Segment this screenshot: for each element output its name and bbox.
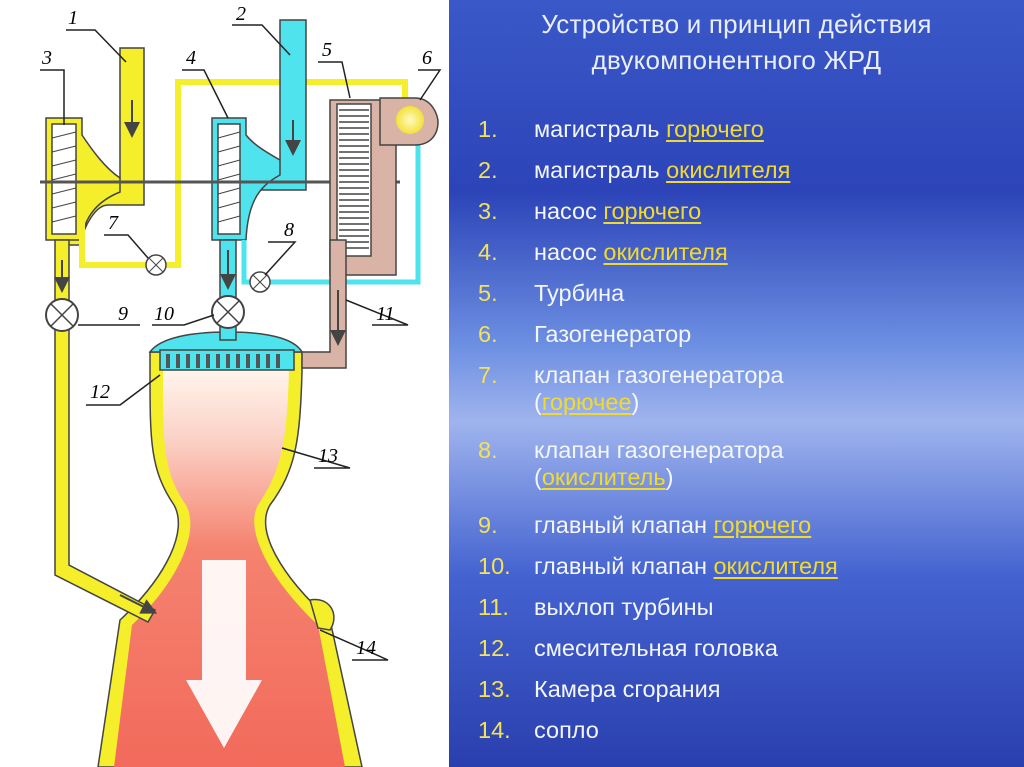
slide-title: Устройство и принцип действия двукомпоне… xyxy=(449,6,1024,78)
legend-text: главный клапан xyxy=(534,553,714,579)
label-9: 9 xyxy=(118,303,128,325)
label-11: 11 xyxy=(376,303,395,325)
legend-text: клапан газогенератора xyxy=(534,362,784,388)
fuel-jacket-feed xyxy=(54,329,157,623)
engine-diagram: 1 2 3 4 5 6 7 8 9 10 11 12 13 14 xyxy=(0,0,449,767)
label-6: 6 xyxy=(422,47,432,69)
legend-link[interactable]: горючее xyxy=(541,389,632,415)
paren-close: ) xyxy=(665,464,674,490)
legend-item-6: 6. Газогенератор xyxy=(478,321,838,362)
legend-text: магистраль xyxy=(534,116,667,142)
legend-text: клапан газогенератора xyxy=(534,437,784,463)
legend-item-12: 12. смесительная головка xyxy=(478,635,838,676)
valve-8 xyxy=(249,271,271,293)
legend-item-2: 2. магистраль окислителя xyxy=(478,157,838,198)
label-8: 8 xyxy=(284,219,294,241)
legend-text: выхлоп турбины xyxy=(534,594,714,620)
legend-list: 1. магистраль горючего 2. магистраль оки… xyxy=(478,116,838,758)
legend-link[interactable]: горючего xyxy=(666,116,764,142)
legend-number: 7. xyxy=(478,362,498,388)
label-12: 12 xyxy=(90,381,110,403)
legend-text: главный клапан xyxy=(534,512,714,538)
legend-item-1: 1. магистраль горючего xyxy=(478,116,838,157)
title-line-2: двукомпонентного ЖРД xyxy=(591,45,882,75)
legend-link[interactable]: окислителя xyxy=(603,239,728,265)
legend-number: 2. xyxy=(478,157,498,183)
legend-text: насос xyxy=(534,239,604,265)
legend-item-4: 4. насос окислителя xyxy=(478,239,838,280)
legend-text: сопло xyxy=(534,717,599,743)
paren-open: ( xyxy=(534,464,542,490)
valve-7 xyxy=(145,254,167,276)
legend-number: 8. xyxy=(478,437,498,463)
legend-text: Газогенератор xyxy=(534,321,692,347)
turbine xyxy=(336,103,372,257)
legend-item-7: 7. клапан газогенератора (горючее) xyxy=(478,362,838,437)
label-1: 1 xyxy=(68,7,78,29)
legend-link[interactable]: горючего xyxy=(713,512,812,538)
legend-number: 10. xyxy=(478,553,511,579)
label-7: 7 xyxy=(108,212,119,234)
injector-holes xyxy=(166,354,280,368)
legend-item-13: 13. Камера сгорания xyxy=(478,676,838,717)
nozzle-bulge xyxy=(309,598,335,631)
valve-10 xyxy=(211,295,245,329)
label-14: 14 xyxy=(356,637,376,659)
engine-schematic: 1 2 3 4 5 6 7 8 9 10 11 12 13 14 xyxy=(40,3,442,767)
legend-link[interactable]: окислитель xyxy=(541,464,666,490)
legend-link[interactable]: окислителя xyxy=(666,157,791,183)
exhaust-arrow xyxy=(186,560,262,748)
label-4: 4 xyxy=(186,47,196,69)
legend-number: 1. xyxy=(478,116,498,142)
legend-link[interactable]: окислителя xyxy=(713,553,838,579)
legend-number: 5. xyxy=(478,280,498,306)
legend-item-10: 10. главный клапан окислителя xyxy=(478,553,838,594)
label-10: 10 xyxy=(154,303,174,325)
legend-number: 3. xyxy=(478,198,498,224)
valve-9 xyxy=(45,298,79,332)
legend-number: 12. xyxy=(478,635,511,661)
turbine-exhaust xyxy=(301,239,347,369)
legend-item-3: 3. насос горючего xyxy=(478,198,838,239)
legend-number: 4. xyxy=(478,239,498,265)
legend-number: 13. xyxy=(478,676,511,702)
legend-number: 11. xyxy=(478,594,509,620)
legend-text: Турбина xyxy=(534,280,625,306)
legend-item-11: 11. выхлоп турбины xyxy=(478,594,838,635)
legend-number: 6. xyxy=(478,321,498,347)
legend-item-9: 9. главный клапан горючего xyxy=(478,512,838,553)
label-2: 2 xyxy=(236,3,246,25)
label-3: 3 xyxy=(41,47,52,69)
label-5: 5 xyxy=(322,39,332,61)
gas-generator-glow xyxy=(396,106,424,134)
legend-item-5: 5. Турбина xyxy=(478,280,838,321)
title-line-1: Устройство и принцип действия xyxy=(541,9,932,39)
legend-number: 14. xyxy=(478,717,511,743)
legend-link[interactable]: горючего xyxy=(603,198,702,224)
paren-close: ) xyxy=(631,389,640,415)
legend-item-8: 8. клапан газогенератора (окислитель) xyxy=(478,437,838,512)
legend-item-14: 14. сопло xyxy=(478,717,838,758)
legend-text: смесительная головка xyxy=(534,635,778,661)
legend-number: 9. xyxy=(478,512,498,538)
label-13: 13 xyxy=(318,445,338,467)
legend-text: насос xyxy=(534,198,604,224)
legend-text: магистраль xyxy=(534,157,667,183)
paren-open: ( xyxy=(534,389,542,415)
legend-text: Камера сгорания xyxy=(534,676,721,702)
